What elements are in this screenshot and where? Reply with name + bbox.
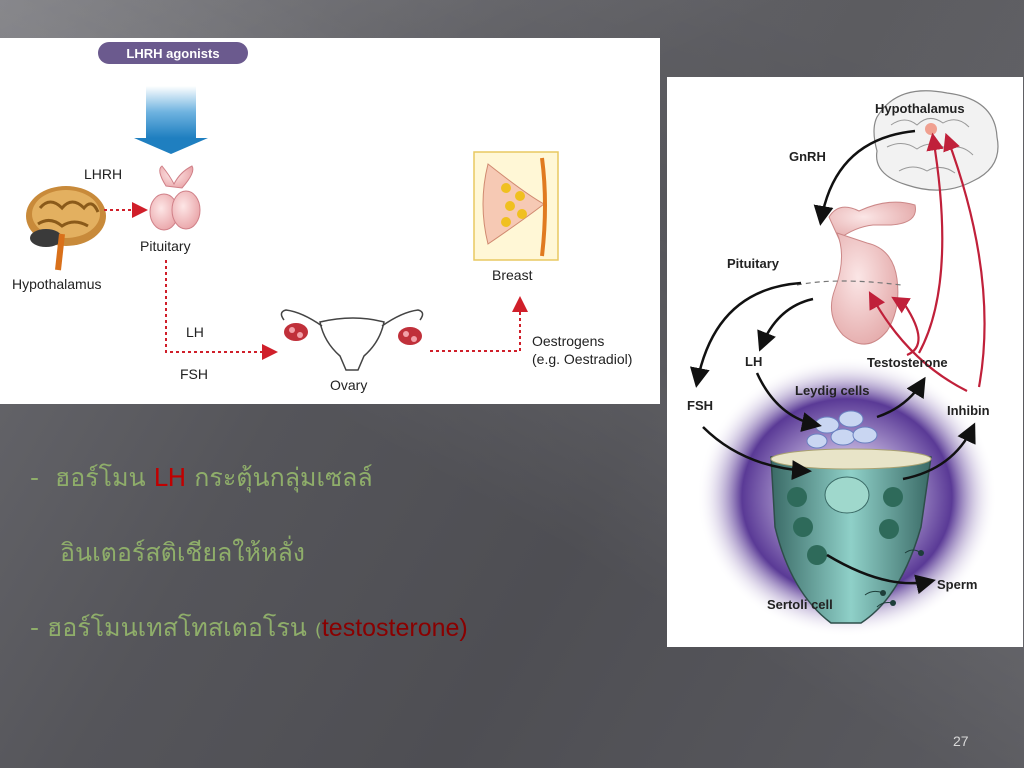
- inhibin-label: Inhibin: [947, 403, 990, 418]
- bullet1-prefix: ฮอร์โมน: [54, 463, 146, 492]
- page-number: 27: [953, 733, 969, 749]
- ovary-label: Ovary: [330, 377, 367, 393]
- bullet-interstitial: อินเตอร์สติเชียลให้หลั่ง: [60, 538, 305, 567]
- female-hormone-diagram: LHRH agonists Hypothalamus LHRH Pituitar…: [0, 38, 660, 404]
- breast-icon: [473, 151, 559, 261]
- fsh-to-sertoli-arrow: [702, 426, 812, 481]
- male-hormone-diagram: Hypothalamus GnRH Pituitary LH FSH Testo…: [667, 77, 1023, 647]
- pituitary-label: Pituitary: [140, 238, 191, 254]
- oestrogen-arrow: [430, 296, 528, 352]
- bullet3-term: testosterone): [321, 614, 468, 642]
- testosterone-to-hypothalamus-arrow: [918, 132, 944, 354]
- leydig-cells-label: Leydig cells: [795, 383, 869, 398]
- sertoli-cell-label: Sertoli cell: [767, 597, 833, 612]
- fsh-release-arrow: [690, 281, 802, 388]
- bullet1-lh: LH: [153, 463, 187, 492]
- ovary-icon: [280, 309, 424, 371]
- fsh-label: FSH: [180, 366, 208, 382]
- lhrh-agonists-label: LHRH agonists: [126, 46, 219, 61]
- oestrogens-label: Oestrogens: [532, 333, 604, 349]
- blue-down-arrow-icon: [134, 86, 208, 154]
- oestradiol-label: (e.g. Oestradiol): [532, 351, 632, 367]
- brain-icon: [26, 186, 106, 271]
- sperm-label: Sperm: [937, 577, 977, 592]
- lhrh-agonists-pill: LHRH agonists: [98, 42, 248, 64]
- sperm-arrow: [826, 553, 936, 595]
- bullet-testosterone: - ฮอร์โมนเทสโทสเตอโรน (testosterone): [30, 608, 468, 648]
- inhibin-to-hypothalamus-arrow: [943, 132, 986, 388]
- gnrh-label: GnRH: [789, 149, 826, 164]
- pituitary-icon: [796, 201, 916, 345]
- sperm-icon: [864, 549, 924, 608]
- inhibin-to-pituitary-arrow: [868, 291, 968, 392]
- bullet1-suffix: กระตุ้นกลุ่มเซลล์: [194, 463, 373, 492]
- hypothalamus-label: Hypothalamus: [12, 276, 102, 292]
- pituitary-label: Pituitary: [727, 256, 780, 271]
- fsh-label: FSH: [687, 398, 713, 413]
- lh-label: LH: [186, 324, 204, 340]
- bullet1-dash: -: [30, 463, 40, 492]
- lh-to-leydig-arrow: [755, 372, 822, 432]
- sertoli-to-inhibin-arrow: [902, 422, 976, 481]
- hypothalamus-label: Hypothalamus: [875, 101, 965, 116]
- gnrh-arrow: [813, 129, 916, 226]
- breast-label: Breast: [492, 267, 533, 283]
- bullet3-prefix: - ฮอร์โมนเทสโทสเตอโรน: [30, 613, 307, 642]
- lhrh-label: LHRH: [84, 166, 122, 182]
- lh-fsh-arrow: [165, 260, 278, 360]
- testosterone-label: Testosterone: [867, 355, 948, 370]
- pituitary-icon: [149, 165, 201, 231]
- lh-label: LH: [745, 354, 762, 369]
- bullet-lh-stimulates: - ฮอร์โมน LH กระตุ้นกลุ่มเซลล์: [30, 458, 373, 498]
- testosterone-to-pituitary-arrow: [891, 296, 920, 357]
- leydig-to-testosterone-arrow: [876, 376, 926, 419]
- lh-release-arrow: [757, 297, 814, 352]
- bullet3-paren: (: [314, 620, 322, 641]
